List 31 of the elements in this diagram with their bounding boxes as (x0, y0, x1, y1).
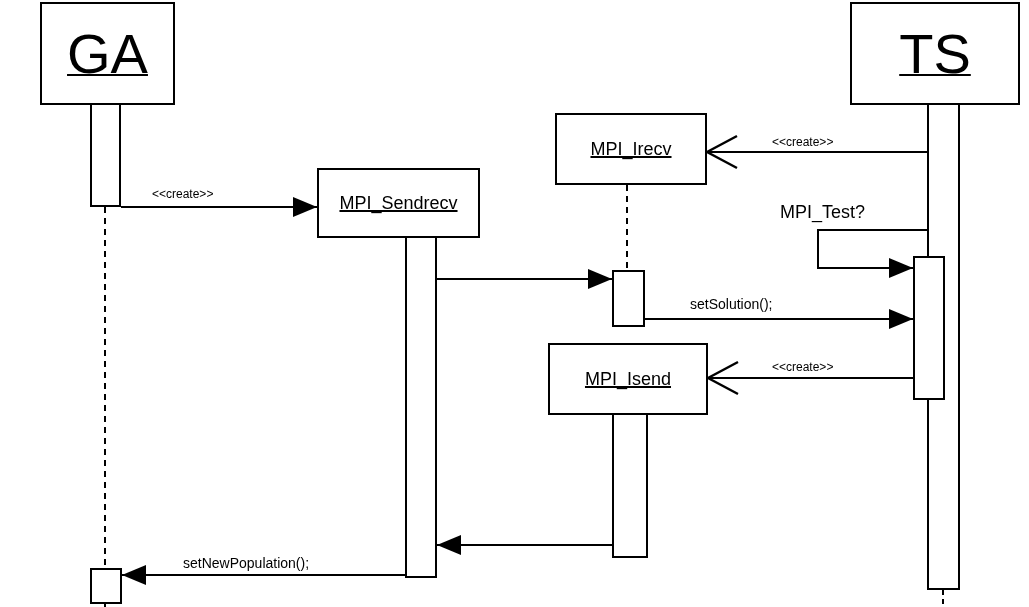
message-arrow (644, 309, 914, 329)
activation-bar (913, 256, 945, 400)
message-arrow (817, 229, 928, 278)
object-name: MPI_Sendrecv (339, 192, 458, 214)
message-label: setNewPopulation(); (183, 556, 310, 570)
object-name: TS (899, 21, 971, 86)
message-arrow (121, 565, 406, 585)
object-name: GA (67, 21, 148, 86)
message-label: <<create>> (772, 136, 834, 148)
object-box (317, 168, 480, 238)
object-box (40, 2, 175, 105)
object-box (555, 113, 707, 185)
message-arrow (705, 134, 928, 170)
activation-bar (90, 568, 122, 604)
message-arrow (120, 197, 318, 217)
message-label: MPI_Test? (780, 203, 866, 221)
message-arrow (436, 269, 613, 289)
object-box (548, 343, 708, 415)
object-box (850, 2, 1020, 105)
message-arrow (436, 535, 613, 555)
activation-bar (405, 236, 437, 578)
activation-bar (612, 270, 645, 327)
activation-bar (612, 413, 648, 558)
message-label: <<create>> (152, 188, 214, 200)
message-label: setSolution(); (690, 297, 773, 311)
message-label: <<create>> (772, 361, 834, 373)
activation-bar (90, 103, 121, 207)
object-name: MPI_Isend (584, 368, 671, 390)
lifeline (626, 184, 628, 271)
message-arrow (706, 360, 914, 396)
object-name: MPI_Irecv (590, 138, 672, 160)
